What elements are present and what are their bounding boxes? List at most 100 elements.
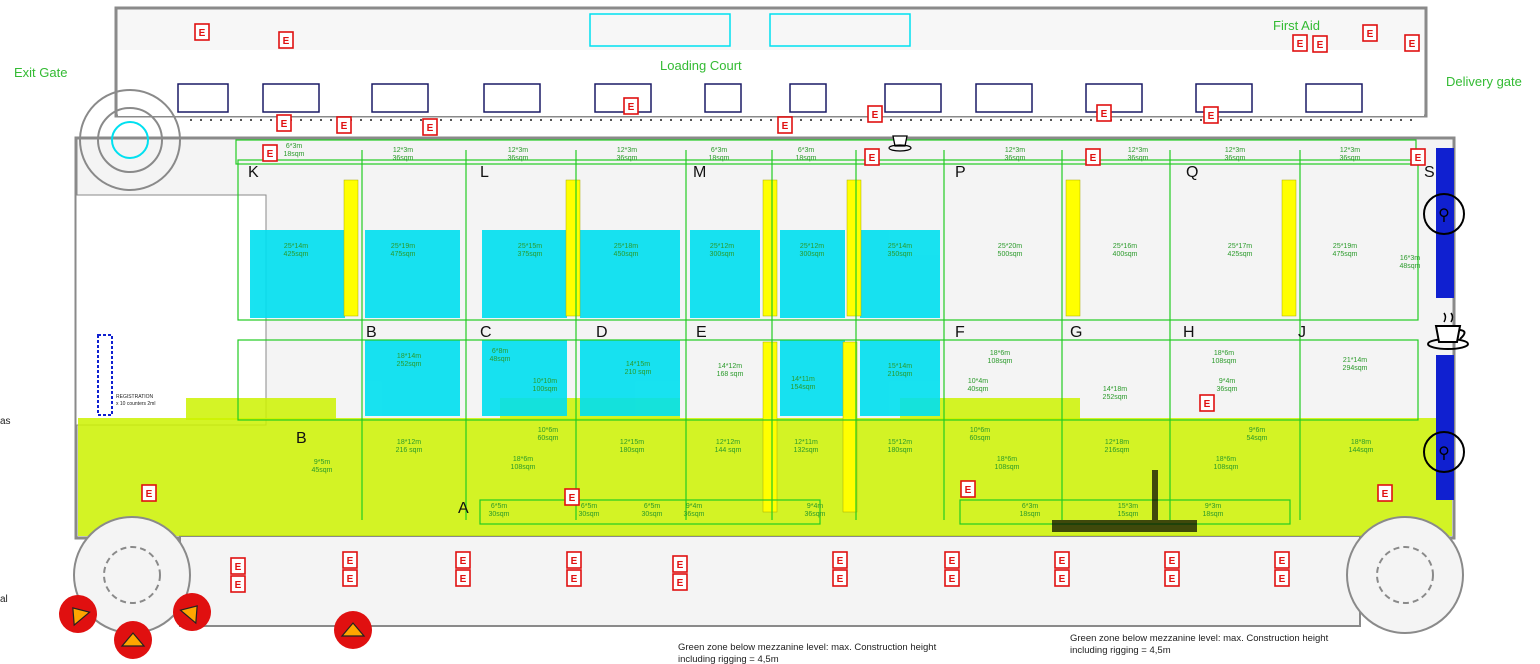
exit-sign-icon: E (1377, 484, 1393, 502)
stand-dimension: 25*19m (1333, 243, 1357, 250)
exit-sign-letter: E (677, 560, 684, 571)
stand-dimension: 25*12m (800, 243, 824, 250)
stand-area: 60sqm (969, 435, 990, 442)
stand-dimension: 21*14m (1343, 357, 1367, 364)
stand-area: 36sqm (507, 155, 528, 162)
stand-area: 425sqm (284, 251, 309, 258)
grid-letter-e: E (696, 324, 707, 341)
stand-area: 375sqm (518, 251, 543, 258)
stand-dimension: 25*18m (614, 243, 638, 250)
exit-sign-icon: E (960, 480, 976, 498)
stand-area: 132sqm (794, 447, 819, 454)
stand-dimension: 15*3m (1118, 503, 1138, 510)
exit-sign-icon: E (864, 148, 880, 166)
exit-sign-icon: E (1096, 104, 1112, 122)
stand-dimension: 15*12m (888, 439, 912, 446)
exit-sign-icon: E (672, 573, 688, 591)
exit-sign-letter: E (571, 556, 578, 567)
exit-sign-icon: E (1203, 106, 1219, 124)
stand-dimension: 14*18m (1103, 386, 1127, 393)
stand-dimension: 25*20m (998, 243, 1022, 250)
stand-dimension: 6*5m (581, 503, 598, 510)
stand-area: 300sqm (710, 251, 735, 258)
blue-wall-bar-top (1436, 148, 1454, 298)
exit-sign-letter: E (628, 102, 635, 113)
grid-letter-m: M (693, 164, 706, 181)
stand-dimension: 10*6m (538, 427, 558, 434)
stand-area: 108sqm (995, 464, 1020, 471)
exit-sign-icon: E (194, 23, 210, 41)
exit-sign-icon: E (777, 116, 793, 134)
stand-dimension: 9*5m (314, 459, 331, 466)
stand-area: 108sqm (1212, 358, 1237, 365)
stand-dimension: 12*11m (794, 439, 818, 446)
stand-area: 36sqm (616, 155, 637, 162)
stand-dimension: 12*3m (1128, 147, 1148, 154)
stand-dimension: 12*18m (1105, 439, 1129, 446)
exit-sign-letter: E (347, 556, 354, 567)
stand-area: 36sqm (1004, 155, 1025, 162)
stand-area: 45sqm (311, 467, 332, 474)
entrance-arrow-icon[interactable] (165, 585, 219, 639)
mezzanine-zone-upper (186, 398, 336, 420)
stand-dimension: 9*4m (1219, 378, 1236, 385)
exit-sign-icon: E (1164, 569, 1180, 587)
mezzanine-note-2-line2: including rigging = 4,5m (1070, 645, 1171, 656)
exit-sign-icon: E (1054, 551, 1070, 569)
stand-area: 18sqm (283, 151, 304, 158)
stand-area: 180sqm (888, 447, 913, 454)
yellow-aisles (343, 179, 1297, 513)
grid-letter-j: J (1298, 324, 1306, 341)
circular-tower-right (1346, 516, 1464, 634)
exit-sign-letter: E (235, 580, 242, 591)
entrance-arrow-icon[interactable] (114, 621, 152, 659)
grid-letter-a: A (458, 500, 469, 517)
exit-gate-label: Exit Gate (14, 65, 67, 80)
exit-sign-letter: E (677, 578, 684, 589)
entrance-arrow-icon[interactable] (51, 587, 105, 641)
exit-sign-icon: E (1164, 551, 1180, 569)
exit-sign-icon: E (867, 105, 883, 123)
exit-sign-letter: E (235, 562, 242, 573)
stand-dimension: 25*17m (1228, 243, 1252, 250)
stand-area: 36sqm (1339, 155, 1360, 162)
stand-area: 54sqm (1246, 435, 1267, 442)
stand-dimension: 18*14m (397, 353, 421, 360)
grid-letter-h: H (1183, 324, 1195, 341)
stand-area: 15sqm (1117, 511, 1138, 518)
exit-sign-letter: E (1279, 556, 1286, 567)
exit-sign-icon: E (944, 569, 960, 587)
exit-sign-letter: E (571, 574, 578, 585)
first-aid-label: First Aid (1273, 18, 1320, 33)
stand-area: 216 sqm (396, 447, 423, 454)
exit-sign-letter: E (1367, 29, 1374, 40)
stand-dimension: 6*3m (711, 147, 728, 154)
stand-area: 36sqm (1127, 155, 1148, 162)
loading-court-canopy-2 (769, 13, 911, 47)
exit-sign-letter: E (1279, 574, 1286, 585)
edge-label-al: al (0, 594, 8, 605)
exit-sign-icon: E (455, 551, 471, 569)
grid-letter-f: F (955, 324, 965, 341)
grid-letter-p: P (955, 164, 966, 181)
entrance-arrow-icon[interactable] (334, 611, 372, 649)
grid-letter-s: S (1424, 164, 1435, 181)
stand-labels: 6*3m18sqm12*3m36sqm12*3m36sqm12*3m36sqm6… (283, 143, 1420, 518)
grid-letter-b: B (296, 430, 307, 447)
exit-sign-letter: E (1169, 556, 1176, 567)
exit-sign-letter: E (283, 36, 290, 47)
stand-dimension: 18*6m (997, 456, 1017, 463)
exit-sign-letter: E (872, 110, 879, 121)
stand-dimension: 10*4m (968, 378, 988, 385)
exit-sign-icon: E (566, 569, 582, 587)
toilet-symbol-icon: ⚲ (1423, 193, 1465, 235)
grid-letter-k: K (248, 164, 259, 181)
exit-sign-icon: E (276, 114, 292, 132)
stand-dimension: 25*14m (888, 243, 912, 250)
stand-dimension: 9*4m (686, 503, 703, 510)
stand-area: 294sqm (1343, 365, 1368, 372)
stand-area: 100sqm (533, 386, 558, 393)
edge-label-as: as (0, 416, 11, 427)
exit-sign-letter: E (1208, 111, 1215, 122)
